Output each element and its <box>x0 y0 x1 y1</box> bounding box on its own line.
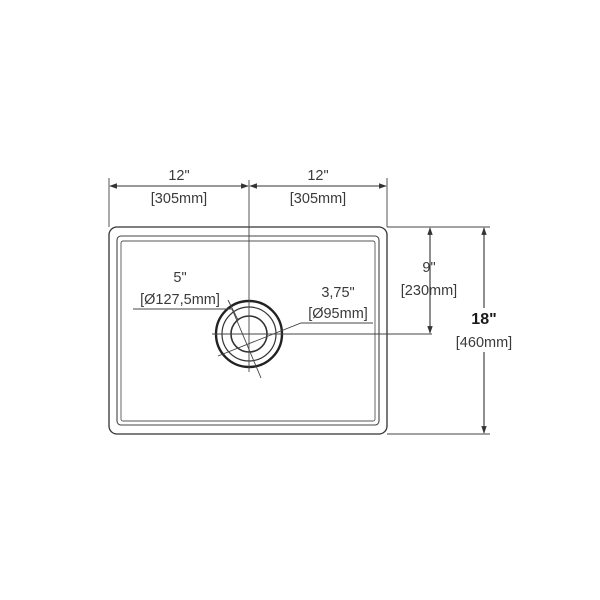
flange-diameter-inches: 5" <box>173 270 186 286</box>
drain-diameter-mm: [Ø95mm] <box>308 306 368 322</box>
total-depth-inches: 18" <box>471 311 496 328</box>
sink-inner-rim <box>116 235 380 426</box>
drain-leader-line <box>217 322 373 357</box>
left-width-mm: [305mm] <box>151 191 207 207</box>
sink-basin-edge <box>120 240 376 422</box>
right-width-inches: 12" <box>307 168 328 184</box>
drain-diameter-inches: 3,75" <box>321 285 354 301</box>
drain-offset-inches: 9" <box>422 260 435 276</box>
total-depth-dimension: 18" [460mm] <box>387 226 512 435</box>
flange-diameter-mm: [Ø127,5mm] <box>140 292 220 308</box>
total-depth-mm: [460mm] <box>456 335 512 351</box>
drain-offset-mm: [230mm] <box>401 283 457 299</box>
left-width-inches: 12" <box>168 168 189 184</box>
right-width-mm: [305mm] <box>290 191 346 207</box>
flange-diameter-callout: 5" [Ø127,5mm] <box>133 270 262 379</box>
width-dimension: 12" [305mm] 12" [305mm] <box>108 168 388 227</box>
drain-diameter-callout: 3,75" [Ø95mm] <box>217 285 373 357</box>
flange-leader-tail <box>227 299 239 321</box>
drain-offset-dimension: 9" [230mm] <box>387 226 457 334</box>
